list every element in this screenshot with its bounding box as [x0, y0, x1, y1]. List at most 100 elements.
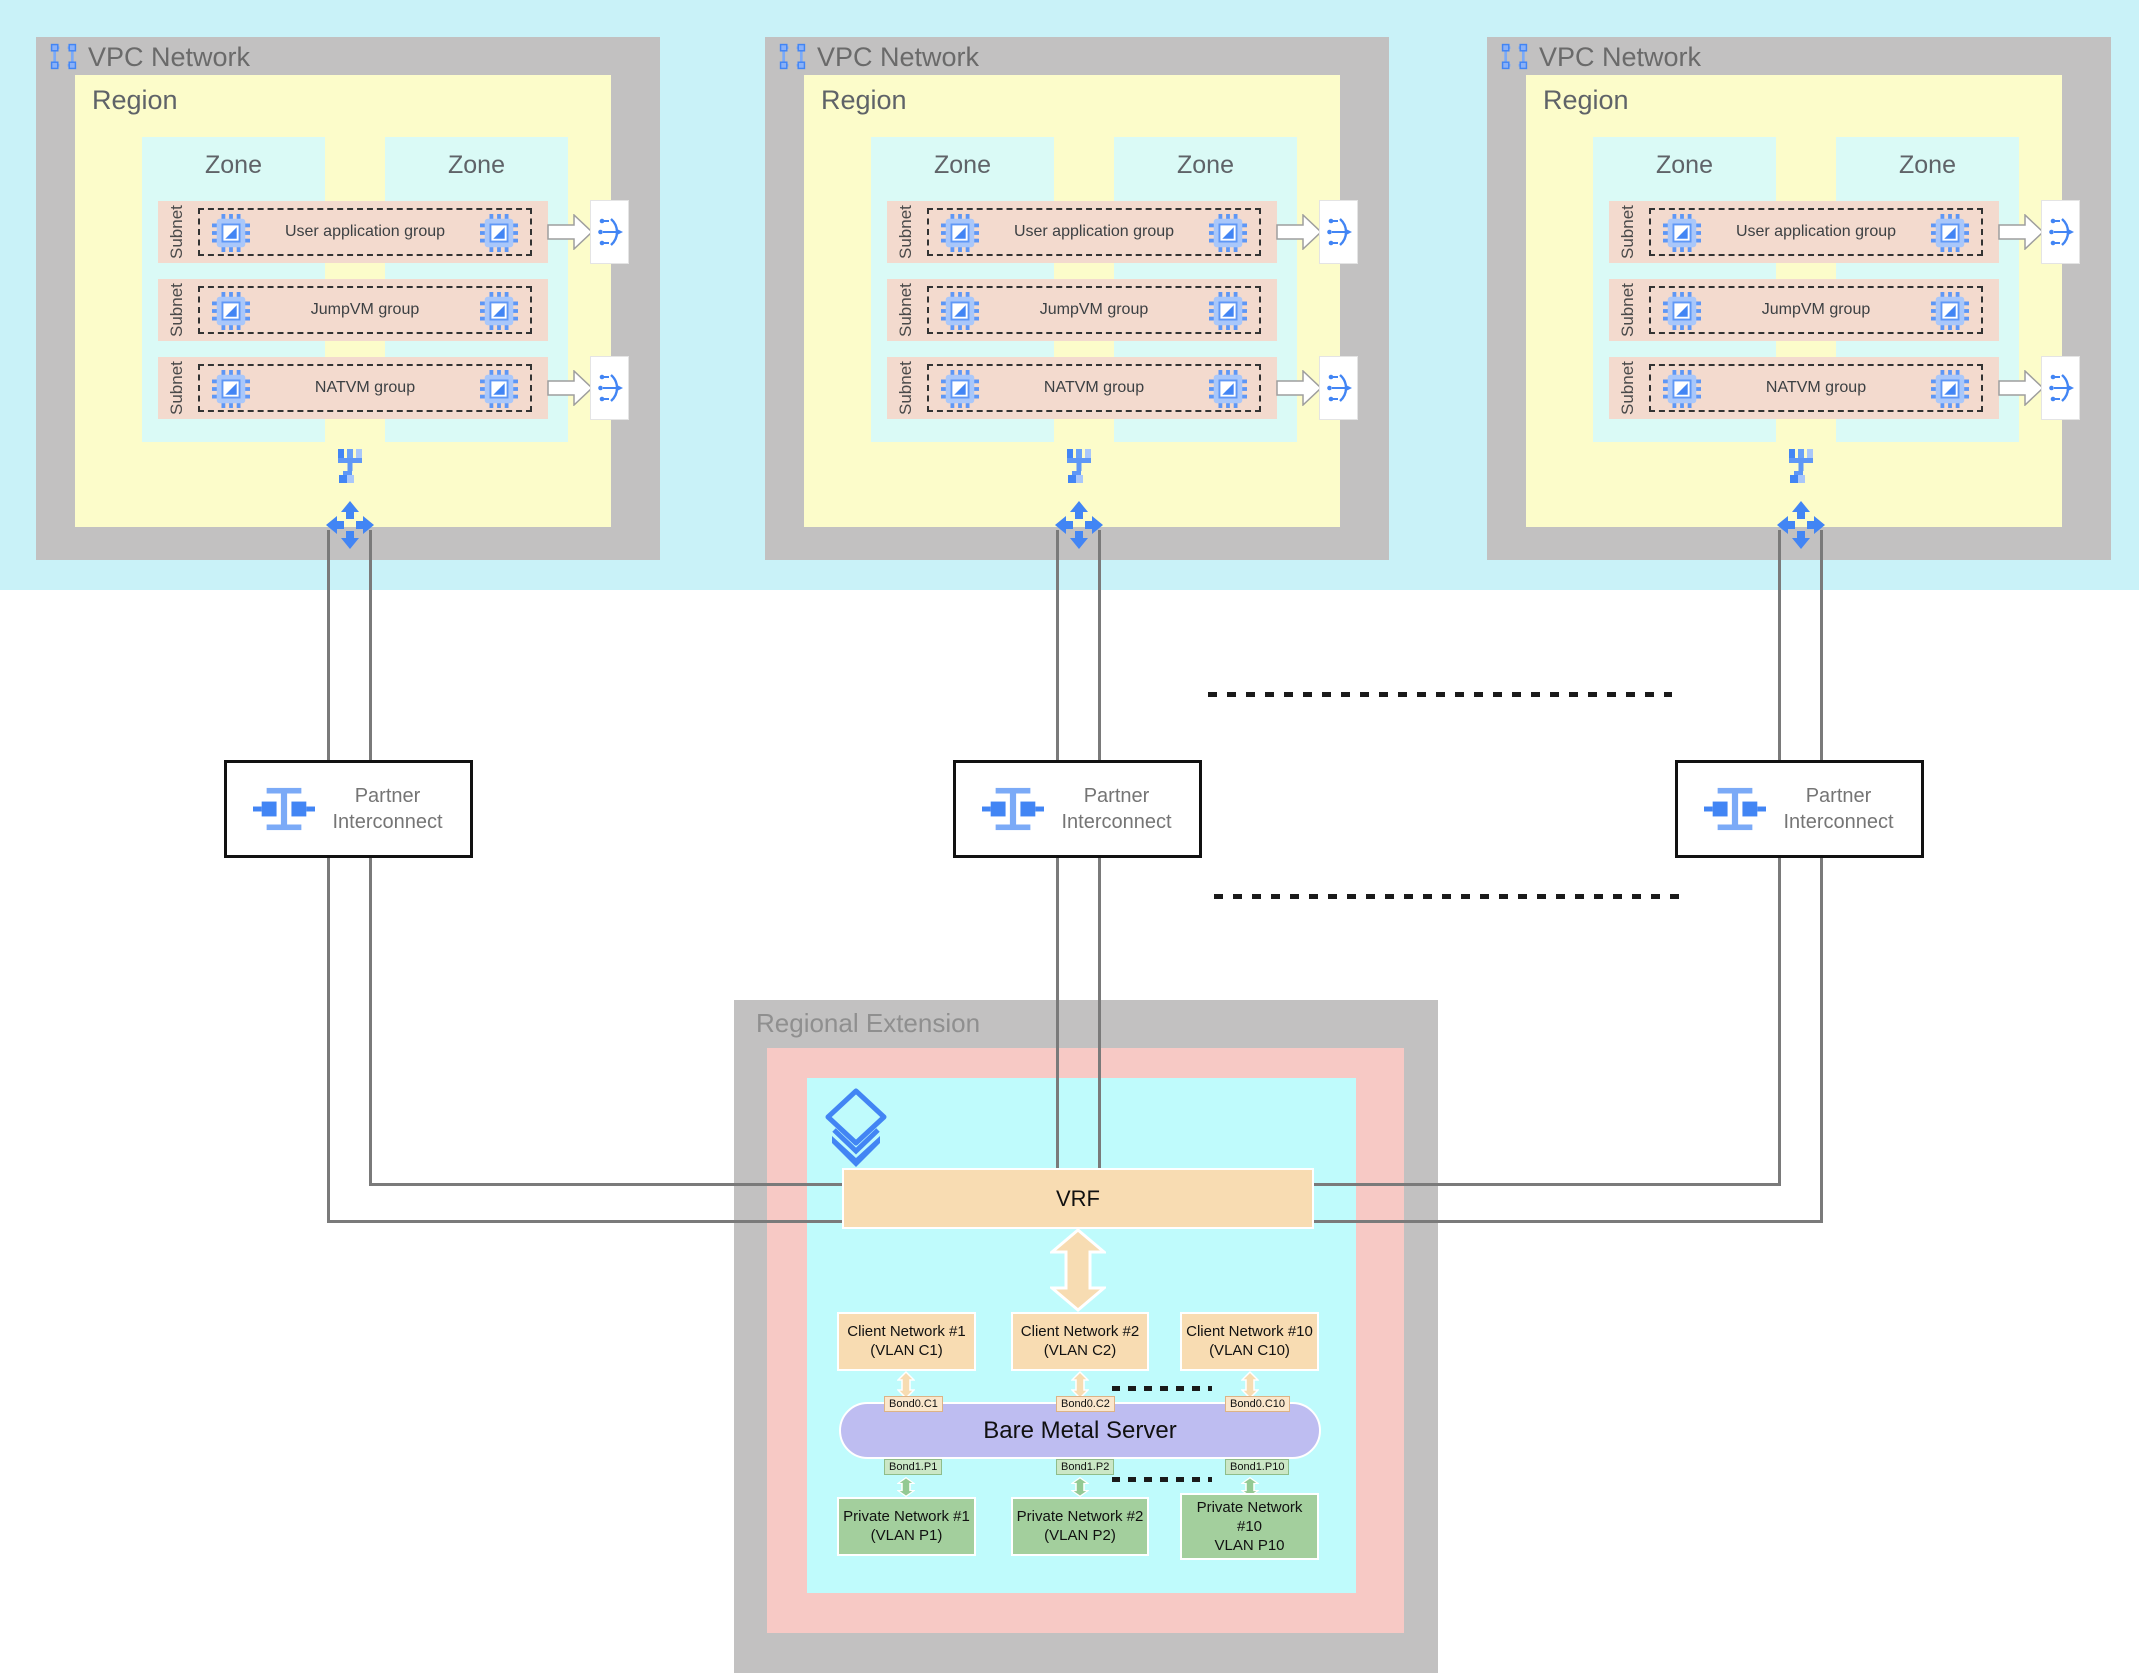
vm-instance-icon — [941, 214, 979, 252]
subnet-strip: Subnet JumpVM group — [158, 279, 548, 341]
private-network-name: Private Network — [1196, 1499, 1303, 1516]
load-balancer-box — [590, 200, 629, 264]
private-network-box: Private Network #1 (VLAN P1) — [837, 1497, 976, 1556]
subnet-strip: Subnet JumpVM group — [887, 279, 1277, 341]
vpc-titlebar: VPC Network — [36, 37, 660, 75]
bond-doublearrow-icon — [1071, 1477, 1089, 1497]
load-balancer-icon — [597, 374, 623, 402]
instance-group-box: User application group — [1649, 208, 1983, 256]
private-network-vlan: VLAN P10 — [1214, 1536, 1285, 1554]
instance-group-label: JumpVM group — [310, 301, 420, 318]
vpc-title: VPC Network — [88, 42, 251, 72]
connector-line — [1778, 530, 1781, 762]
partner-interconnect-label: Partner Interconnect — [332, 785, 443, 833]
subnet-strip: Subnet NATVM group — [1609, 357, 1999, 419]
bond-label: Bond0.C2 — [1056, 1396, 1115, 1412]
instance-group-box: User application group — [198, 208, 532, 256]
ellipsis-dotted-line — [1112, 1386, 1212, 1391]
load-balancer-icon — [1326, 218, 1352, 246]
vm-instance-icon — [1931, 214, 1969, 252]
partner-interconnect-box: Partner Interconnect — [953, 760, 1202, 858]
connector-line — [1098, 530, 1101, 762]
partner-interconnect-label: Partner Interconnect — [1783, 785, 1894, 833]
client-network-vlan: (VLAN C10) — [1209, 1341, 1290, 1359]
instance-group-box: JumpVM group — [198, 286, 532, 334]
subnet-label: Subnet — [896, 361, 915, 415]
subnet-strip: Subnet User application group — [158, 201, 548, 263]
private-network-name: Private Network #2 — [1016, 1508, 1144, 1525]
private-network-num: #10 — [1236, 1517, 1263, 1535]
connector-line — [1820, 530, 1823, 762]
vm-instance-icon — [1209, 370, 1247, 408]
private-network-name: Private Network #1 — [843, 1508, 970, 1525]
partner-interconnect-icon — [1704, 787, 1766, 831]
connector-line — [1056, 858, 1059, 1168]
stacked-layers-icon — [825, 1088, 887, 1167]
connector-line — [369, 858, 372, 1186]
region-label: Region — [1543, 85, 1629, 115]
vrf-bar: VRF — [842, 1168, 1314, 1229]
client-network-box: Client Network #1 (VLAN C1) — [837, 1312, 976, 1371]
client-network-box: Client Network #2 (VLAN C2) — [1011, 1312, 1149, 1371]
connector-line — [327, 1220, 842, 1223]
vpc-network-icon — [1501, 43, 1528, 70]
vm-instance-icon — [1209, 214, 1247, 252]
instance-group-box: JumpVM group — [1649, 286, 1983, 334]
bond-doublearrow-icon — [1241, 1371, 1259, 1399]
vm-instance-icon — [1663, 292, 1701, 330]
instance-group-label: NATVM group — [1765, 379, 1867, 396]
partner-interconnect-icon — [253, 787, 315, 831]
four-way-arrows-icon — [1777, 501, 1825, 549]
ellipsis-dotted-line — [1112, 1477, 1212, 1482]
zone-label: Zone — [1656, 151, 1713, 179]
client-network-vlan: (VLAN C2) — [1043, 1341, 1117, 1359]
bond-label: Bond1.P2 — [1056, 1459, 1115, 1475]
connector-line — [1314, 1183, 1781, 1186]
instance-group-label: JumpVM group — [1039, 301, 1149, 318]
bond-label: Bond0.C10 — [1225, 1396, 1291, 1412]
private-network-box: Private Network #10 VLAN P10 — [1180, 1493, 1319, 1560]
connector-line — [327, 530, 330, 762]
load-balancer-icon — [2048, 374, 2074, 402]
instance-group-label: JumpVM group — [1761, 301, 1871, 318]
load-balancer-box — [2041, 356, 2080, 420]
private-network-vlan: (VLAN P1) — [870, 1526, 943, 1544]
load-balancer-box — [2041, 200, 2080, 264]
private-network-vlan: (VLAN P2) — [1044, 1526, 1116, 1544]
instance-group-label: User application group — [1735, 223, 1897, 240]
load-balancer-box — [1319, 356, 1358, 420]
zone-label: Zone — [1177, 151, 1234, 179]
vm-instance-icon — [1663, 370, 1701, 408]
vm-instance-icon — [1931, 292, 1969, 330]
instance-group-label: User application group — [1013, 223, 1175, 240]
client-network-box: Client Network #10 (VLAN C10) — [1180, 1312, 1319, 1371]
instance-group-box: User application group — [927, 208, 1261, 256]
right-block-arrow — [547, 370, 593, 406]
bond-label: Bond1.P1 — [884, 1459, 943, 1475]
vpc-network-box: VPC Network Region Zone Zone Subnet User… — [36, 37, 660, 560]
vm-instance-icon — [212, 292, 250, 330]
instance-group-box: NATVM group — [927, 364, 1261, 412]
vm-instance-icon — [1209, 292, 1247, 330]
instance-group-box: NATVM group — [198, 364, 532, 412]
region-label: Region — [92, 85, 178, 115]
zone-label: Zone — [1899, 151, 1956, 179]
vm-instance-icon — [480, 214, 518, 252]
regional-extension-title: Regional Extension — [756, 1008, 981, 1038]
network-hub-icon — [1067, 449, 1091, 483]
region-label: Region — [821, 85, 907, 115]
subnet-label: Subnet — [1618, 205, 1637, 259]
load-balancer-box — [590, 356, 629, 420]
vpc-network-box: VPC Network Region Zone Zone Subnet User… — [765, 37, 1389, 560]
partner-interconnect-label: Partner Interconnect — [1061, 785, 1172, 833]
network-hub-icon — [338, 449, 362, 483]
subnet-label: Subnet — [167, 205, 186, 259]
instance-group-box: JumpVM group — [927, 286, 1261, 334]
vm-instance-icon — [212, 214, 250, 252]
subnet-strip: Subnet JumpVM group — [1609, 279, 1999, 341]
partner-interconnect-box: Partner Interconnect — [224, 760, 473, 858]
connector-line — [1098, 858, 1101, 1168]
right-block-arrow — [1998, 370, 2044, 406]
vpc-title: VPC Network — [1539, 42, 1702, 72]
